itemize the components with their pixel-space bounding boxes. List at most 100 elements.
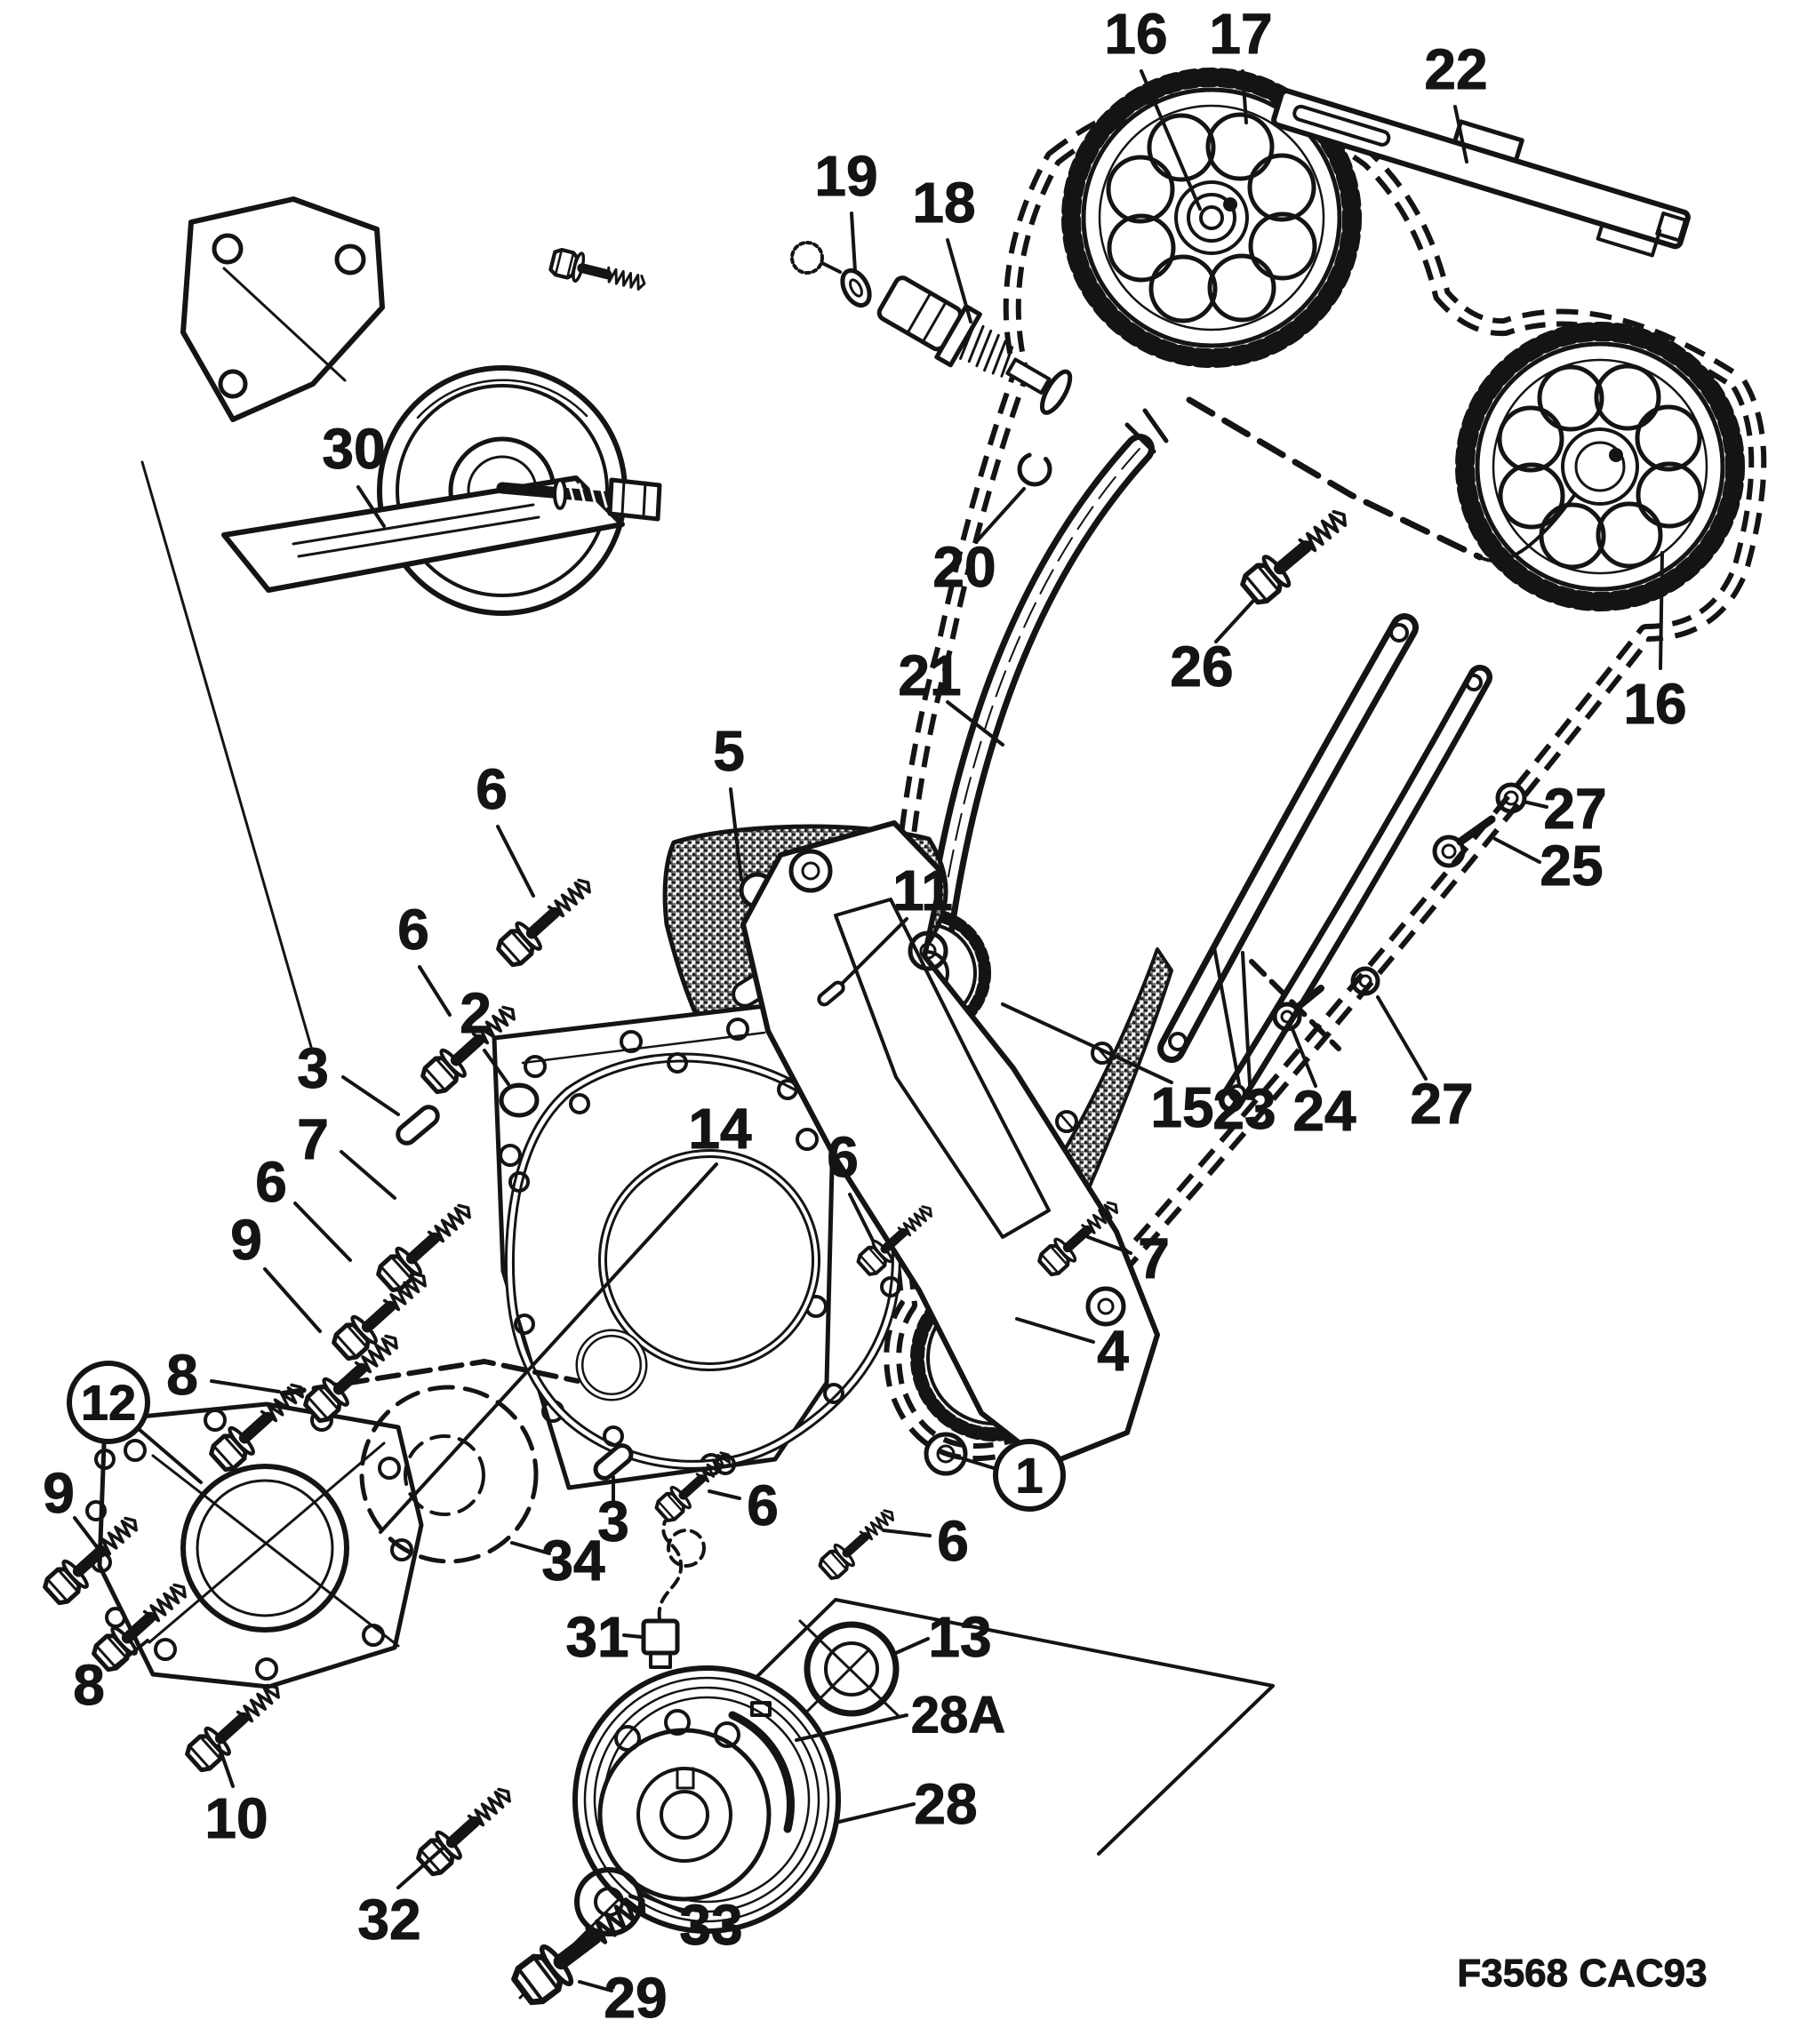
leader-line-6 <box>882 1529 932 1537</box>
label-24: 24 <box>1292 1079 1356 1143</box>
tensioner-seal-ring <box>840 267 872 308</box>
label-21: 21 <box>898 643 961 707</box>
leader-line-7 <box>1086 1235 1132 1255</box>
dowel-pin-upper <box>396 1105 440 1146</box>
label-16-right: 16 <box>1623 672 1686 736</box>
upper-chain-guide <box>1271 88 1691 258</box>
chain-guide-right-inner <box>1219 665 1492 1113</box>
leader-line-31 <box>622 1633 644 1639</box>
label-33: 33 <box>679 1893 742 1957</box>
label-30: 30 <box>322 417 385 481</box>
cap-plug <box>499 1082 540 1118</box>
leader-line-9 <box>263 1267 322 1333</box>
label-27-upper: 27 <box>1543 777 1606 841</box>
leader-line-32 <box>396 1845 446 1889</box>
leader-line-8 <box>110 1639 149 1671</box>
chain-guide-right-outer <box>1157 613 1419 1063</box>
label-9-b: 9 <box>43 1461 75 1525</box>
label-6-e: 6 <box>747 1473 779 1537</box>
label-20: 20 <box>932 535 996 599</box>
camshaft-sprocket-right <box>1455 322 1745 611</box>
leader-line-6 <box>496 825 535 898</box>
label-6-a: 6 <box>476 757 508 821</box>
label-circle-1 <box>993 1439 1066 1512</box>
label-14: 14 <box>688 1097 752 1161</box>
timing-chain <box>882 91 1767 1462</box>
engine-bridge <box>740 820 1160 1476</box>
label-circle-12 <box>67 1361 150 1444</box>
label-16-top: 16 <box>1104 2 1167 66</box>
label-6-f: 6 <box>937 1509 969 1573</box>
leader-line-16 <box>1659 551 1664 670</box>
socket-screw-24 <box>1272 985 1324 1032</box>
camshaft-sprocket-left <box>1061 68 1362 368</box>
pulley-friction-ring <box>728 1701 795 1833</box>
label-15: 15 <box>1150 1075 1213 1139</box>
leader-line-33 <box>640 1893 686 1914</box>
label-3-a: 3 <box>297 1036 329 1100</box>
leader-line-14 <box>379 1162 718 1534</box>
label-2: 2 <box>460 981 492 1045</box>
label-7-right: 7 <box>1138 1226 1170 1290</box>
label-23: 23 <box>1212 1077 1276 1141</box>
label-22: 22 <box>1424 37 1487 101</box>
leader-line-13 <box>894 1637 930 1655</box>
leader-line-1 <box>946 1452 996 1470</box>
leader-line-6 <box>293 1202 352 1262</box>
leader-line-17 <box>1241 69 1248 124</box>
leader-line-20 <box>974 487 1026 544</box>
label-28: 28 <box>914 1772 977 1836</box>
leader-line-4 <box>1015 1317 1095 1344</box>
label-19: 19 <box>814 144 877 208</box>
label-11: 11 <box>892 858 953 922</box>
washer-27-lower <box>1350 966 1380 996</box>
label-6-b: 6 <box>397 898 429 962</box>
leader-line-28 <box>837 1802 916 1824</box>
leader-line-27 <box>1376 995 1428 1081</box>
label-32: 32 <box>357 1888 420 1952</box>
label-25: 25 <box>1540 834 1603 898</box>
dowel-pin-lower <box>593 1443 634 1481</box>
leader-line-22 <box>1453 105 1468 164</box>
leader-line-7 <box>340 1150 396 1200</box>
leader-line-30 <box>356 485 386 528</box>
leader-line-2 <box>483 1049 510 1086</box>
label-13: 13 <box>928 1605 991 1669</box>
leader-line-10 <box>217 1744 235 1788</box>
socket-screw-25 <box>1432 815 1496 868</box>
label-28A: 28A <box>911 1687 1005 1745</box>
label-8-a: 8 <box>166 1343 198 1407</box>
leader-line-21 <box>946 700 1004 747</box>
leader-line-8 <box>210 1379 281 1393</box>
label-17: 17 <box>1209 2 1272 66</box>
tensioner-plug <box>790 241 842 275</box>
leader-line-34 <box>510 1541 551 1555</box>
label-31: 31 <box>565 1605 628 1669</box>
leader-line-6 <box>848 1193 875 1242</box>
leader-line-28A <box>795 1713 908 1742</box>
leader-line-3 <box>341 1075 400 1116</box>
label-5: 5 <box>713 719 745 783</box>
label-7-left: 7 <box>297 1107 329 1171</box>
leader-line-24 <box>1291 1027 1317 1088</box>
leader-line-6 <box>418 965 452 1017</box>
label-10: 10 <box>204 1786 268 1850</box>
label-34: 34 <box>541 1529 605 1593</box>
label-9-a: 9 <box>230 1208 262 1272</box>
leader-line-6 <box>708 1489 741 1500</box>
label-8-b: 8 <box>73 1653 105 1717</box>
crankshaft-pulley <box>572 1665 841 1934</box>
leader-line-23 <box>1241 951 1252 1086</box>
leader-line-29 <box>578 1980 613 1992</box>
label-6-c: 6 <box>255 1150 287 1214</box>
leader-line-27 <box>1522 800 1548 809</box>
leader-lines <box>73 69 1664 1992</box>
figure-code: F3568 CAC93 <box>1457 1952 1707 1995</box>
label-6-d: 6 <box>827 1125 859 1189</box>
hidden-gasket-dashed <box>359 1385 539 1564</box>
leader-line-16 <box>1140 69 1202 211</box>
belt-tensioner-assembly <box>140 196 662 1049</box>
leader-line-12 <box>137 1427 203 1484</box>
